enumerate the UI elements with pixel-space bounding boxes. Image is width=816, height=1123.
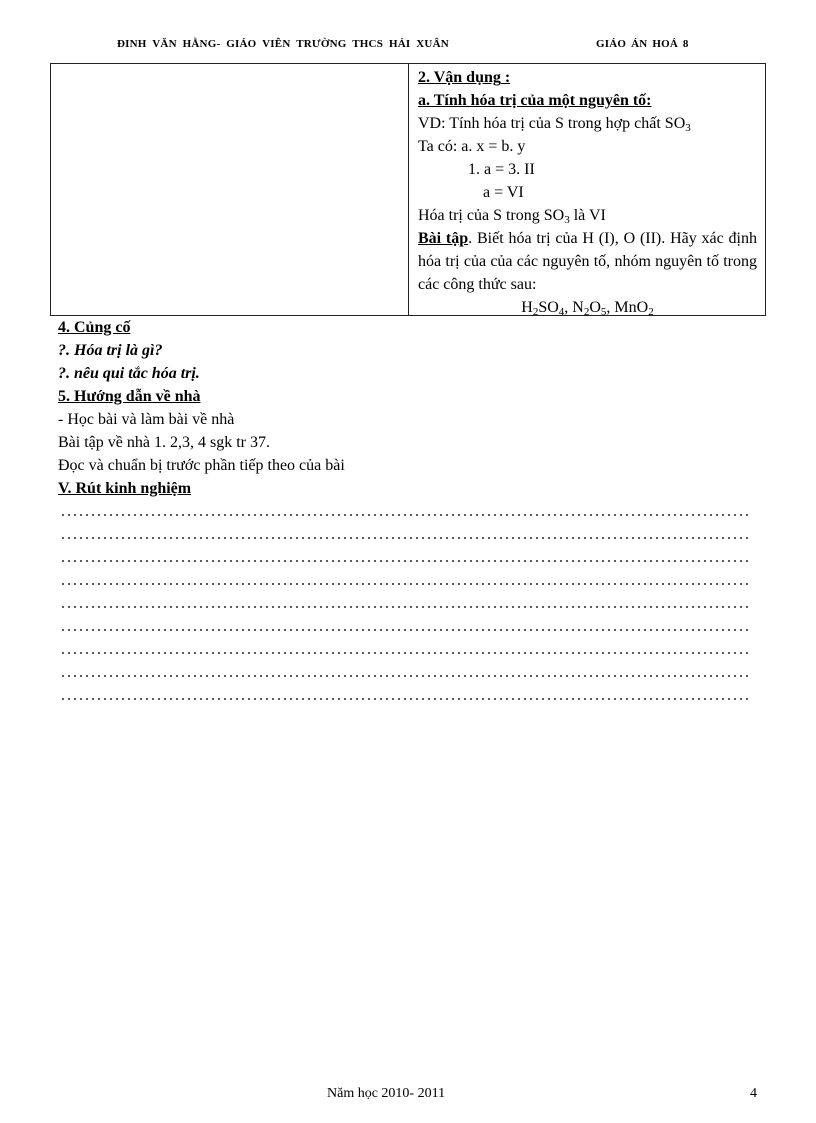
page-header: ĐINH VĂN HẰNG- GIÁO VIÊN TRƯỜNG THCS HẢI… — [0, 38, 816, 54]
blank-dotted-line[interactable] — [58, 664, 748, 687]
experience-title: V. Rút kinh nghiệm — [58, 480, 192, 497]
blank-dotted-line[interactable] — [58, 549, 748, 572]
lesson-body: 4. Củng cố ?. Hóa trị là gì? ?. nêu qui … — [58, 316, 758, 500]
homework-line-1: - Học bài và làm bài về nhà — [58, 411, 235, 428]
blank-dotted-line[interactable] — [58, 503, 748, 526]
homework-line-3: Đọc và chuẩn bị trước phần tiếp theo của… — [58, 457, 345, 474]
calc-line-1: 1. a = 3. II — [468, 161, 535, 178]
formula-line: Ta có: a. x = b. y — [418, 138, 526, 155]
table-left-cell — [51, 64, 409, 315]
lesson-table: 2. Vận dụng : a. Tính hóa trị của một ng… — [50, 63, 766, 318]
subsection-title: a. Tính hóa trị của một nguyên tố: — [418, 92, 652, 109]
blank-dotted-line[interactable] — [58, 618, 748, 641]
example-line: VD: Tính hóa trị của S trong hợp chất SO… — [418, 115, 691, 134]
blank-dotted-line[interactable] — [58, 687, 748, 710]
footer-school-year: Năm học 2010- 2011 — [327, 1086, 446, 1101]
header-lesson-plan-title: GIÁO ÁN HOÁ 8 — [596, 38, 689, 50]
section-title: 2. Vận dụng : — [418, 69, 511, 86]
experience-blank-lines — [58, 503, 748, 710]
result-line: Hóa trị của S trong SO3 là VI — [418, 207, 606, 226]
blank-dotted-line[interactable] — [58, 595, 748, 618]
table-right-cell: 2. Vận dụng : a. Tính hóa trị của một ng… — [409, 64, 765, 318]
exercise-formulas: H2SO4, N2O5, MnO2 — [521, 299, 654, 318]
homework-title: 5. Hướng dẫn về nhà — [58, 388, 201, 405]
blank-dotted-line[interactable] — [58, 641, 748, 664]
page-number: 4 — [750, 1086, 757, 1101]
blank-dotted-line[interactable] — [58, 526, 748, 549]
header-author-school: ĐINH VĂN HẰNG- GIÁO VIÊN TRƯỜNG THCS HẢI… — [117, 38, 449, 50]
homework-line-2: Bài tập về nhà 1. 2,3, 4 sgk tr 37. — [58, 434, 270, 451]
consolidation-question-1: ?. Hóa trị là gì? — [58, 342, 163, 359]
blank-dotted-line[interactable] — [58, 572, 748, 595]
exercise-paragraph: Bài tập. Biết hóa trị của H (I), O (II).… — [418, 230, 757, 293]
consolidation-question-2: ?. nêu qui tắc hóa trị. — [58, 365, 200, 382]
calc-line-2: a = VI — [483, 184, 524, 201]
exercise-label: Bài tập — [418, 230, 469, 247]
consolidation-title: 4. Củng cố — [58, 319, 131, 336]
